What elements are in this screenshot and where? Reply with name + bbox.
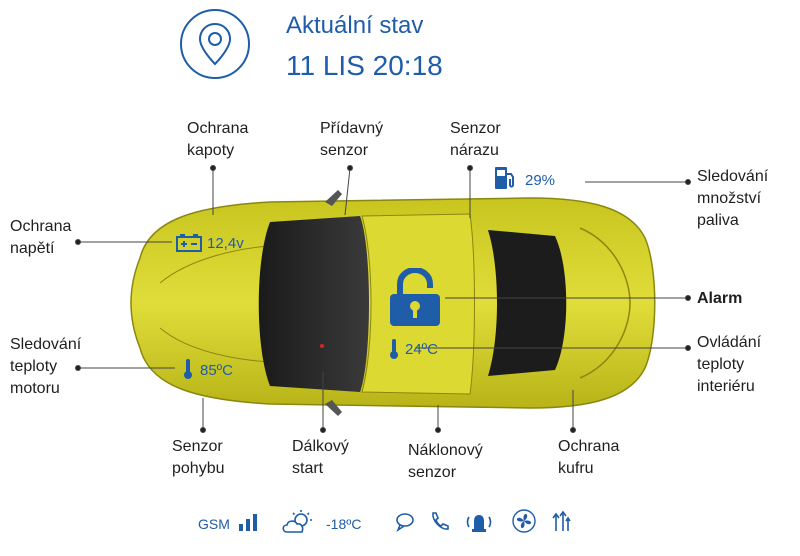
location-pin-icon [179, 8, 251, 80]
label-fuel-monitor: Sledování množství paliva [697, 168, 769, 229]
label-motion-sensor: Senzor pohybu [172, 438, 225, 477]
fan-icon [512, 509, 536, 533]
engine-temp-value: 85ºC [200, 362, 233, 379]
status-datetime: 11 LIS 20:18 [286, 50, 443, 81]
lock-icon [388, 266, 442, 328]
fuel-value: 29% [525, 172, 556, 189]
signal-strength-icon [238, 512, 258, 532]
thermometer-icon [388, 338, 400, 360]
label-tilt-sensor: Náklonový senzor [408, 442, 483, 481]
battery-icon [176, 234, 202, 252]
siren-alarm-icon [465, 511, 493, 533]
label-remote-start: Dálkový start [292, 438, 349, 477]
voltage-value: 12,4v [207, 235, 244, 252]
fuel-pump-icon [494, 166, 516, 190]
chat-bubble-icon [395, 512, 415, 533]
label-alarm: Alarm [697, 290, 743, 307]
heat-arrows-icon [551, 509, 571, 533]
thermometer-icon [182, 358, 194, 380]
label-extra-sensor: Přídavný senzor [320, 120, 384, 159]
gsm-label: GSM [198, 516, 230, 532]
label-engine-temp: Sledování teploty motoru [10, 336, 82, 397]
weather-cloud-sun-icon [281, 510, 315, 534]
outside-temp-value: -18ºC [326, 516, 362, 532]
interior-temp-value: 24ºC [405, 341, 438, 358]
label-trunk-protection: Ochrana kufru [558, 438, 620, 477]
label-hood-protection: Ochrana kapoty [187, 120, 249, 159]
label-impact-sensor: Senzor nárazu [450, 120, 501, 159]
label-voltage-protection: Ochrana napětí [10, 218, 72, 257]
phone-icon [429, 511, 449, 531]
label-interior-temp: Ovládání teploty interiéru [697, 334, 762, 395]
page-title: Aktuální stav [286, 12, 424, 39]
